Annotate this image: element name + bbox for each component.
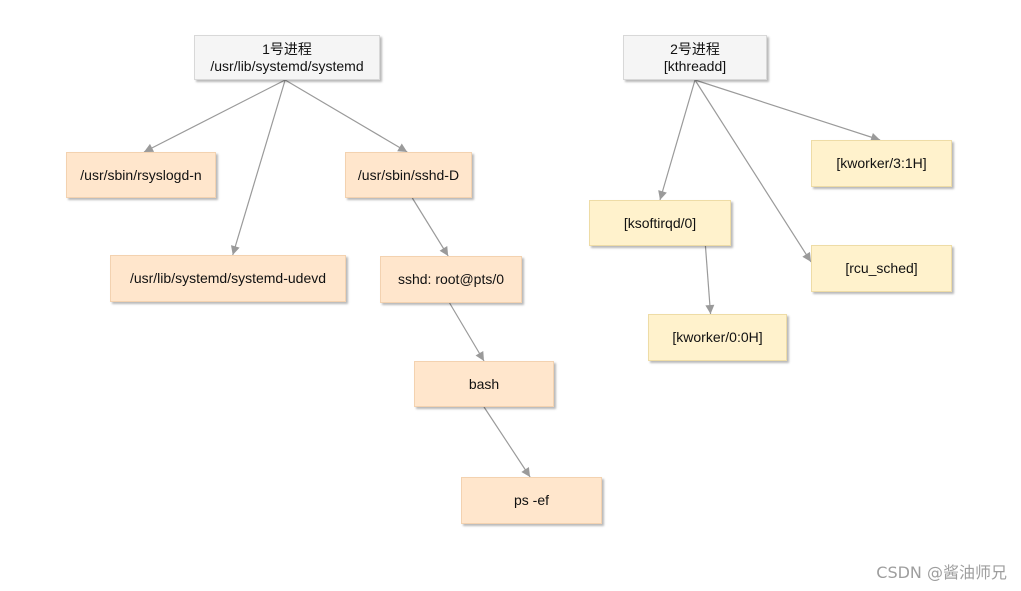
- node-rsyslogd-label: /usr/sbin/rsyslogd-n: [80, 166, 202, 183]
- node-ksoftirqd-label: [ksoftirqd/0]: [623, 214, 697, 231]
- node-ps-ef: ps -ef: [461, 477, 602, 524]
- node-ps-ef-label: ps -ef: [513, 492, 549, 508]
- edge-bash-to-ps: [483, 406, 531, 478]
- node-bash-label: bash: [468, 375, 500, 392]
- edge-p1-to-sshd: [284, 79, 408, 153]
- arrowhead-p2-to-ksoftirqd: [658, 190, 667, 200]
- node-rcu-sched: [rcu_sched]: [811, 245, 952, 292]
- node-kworker-3-1h-label: [kworker/3:1H]: [836, 155, 927, 171]
- node-rcu-sched-label: [rcu_sched]: [845, 260, 918, 276]
- node-systemd-udevd: /usr/lib/systemd/systemd-udevd: [110, 255, 346, 302]
- arrowhead-p1-to-rsyslogd: [144, 143, 155, 152]
- node-process-1: 1号进程 /usr/lib/systemd/systemd: [194, 35, 380, 80]
- edge-p2-to-kworker_31: [694, 79, 881, 141]
- arrowhead-p1-to-udevd: [230, 245, 240, 255]
- watermark: CSDN @酱油师兄: [876, 563, 1007, 582]
- node-process-1-cmd: /usr/lib/systemd/systemd: [210, 57, 364, 74]
- node-kworker-0-0h-label: [kworker/0:0H]: [672, 329, 763, 345]
- arrowhead-bash-to-ps: [521, 467, 531, 477]
- edge-sshd-to-sshd_pts: [411, 197, 449, 257]
- edge-p2-to-ksoftirqd: [659, 79, 696, 201]
- node-bash: bash: [414, 361, 554, 407]
- node-sshd-label: /usr/sbin/sshd-D: [357, 166, 460, 183]
- node-process-2: 2号进程 [kthreadd]: [623, 35, 767, 80]
- arrowhead-sshd_pts-to-bash: [475, 350, 484, 361]
- node-process-2-cmd: [kthreadd]: [663, 57, 727, 74]
- node-sshd: /usr/sbin/sshd-D: [345, 152, 472, 198]
- arrowhead-sshd-to-sshd_pts: [439, 245, 449, 256]
- node-process-1-title: 1号进程: [262, 40, 312, 57]
- node-sshd-pts: sshd: root@pts/0: [380, 256, 522, 303]
- node-process-2-title: 2号进程: [670, 40, 720, 57]
- node-kworker-3-1h: [kworker/3:1H]: [811, 140, 952, 187]
- arrowhead-p2-to-rcu_sched: [802, 251, 811, 262]
- arrowhead-p2-to-kworker_31: [870, 132, 881, 142]
- node-systemd-udevd-label: /usr/lib/systemd/systemd-udevd: [129, 270, 327, 286]
- edge-sshd_pts-to-bash: [449, 302, 485, 362]
- node-kworker-0-0h: [kworker/0:0H]: [648, 314, 787, 361]
- edge-p1-to-udevd: [232, 79, 286, 256]
- edge-p2-to-rcu_sched: [694, 79, 812, 263]
- arrowhead-p1-to-sshd: [397, 143, 408, 152]
- arrowhead-p2-to-kworker_00: [705, 304, 715, 314]
- node-ksoftirqd: [ksoftirqd/0]: [589, 200, 731, 246]
- node-rsyslogd: /usr/sbin/rsyslogd-n: [66, 152, 216, 198]
- node-sshd-pts-label: sshd: root@pts/0: [397, 271, 505, 287]
- edge-p2-to-kworker_00: [704, 245, 712, 315]
- edge-p1-to-rsyslogd: [143, 79, 286, 153]
